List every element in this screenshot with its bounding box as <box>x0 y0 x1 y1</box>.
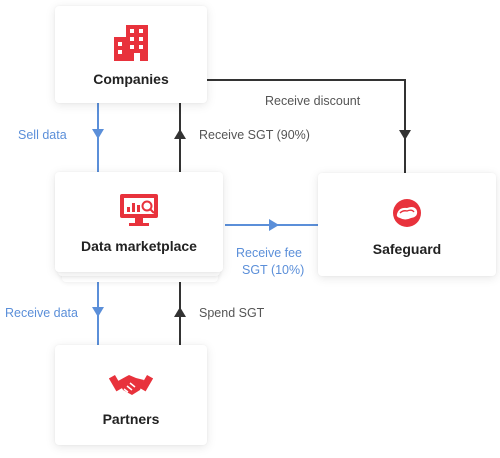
marketplace-label: Data marketplace <box>81 238 197 254</box>
safeguard-logo-icon <box>393 198 421 227</box>
spend-sgt-label: Spend SGT <box>199 306 265 320</box>
partners-node: Partners <box>55 345 207 445</box>
receive-sgt-arrow <box>174 129 186 139</box>
receive-discount-line <box>207 79 406 173</box>
sell-data-arrow <box>92 129 104 139</box>
safeguard-node: Safeguard <box>318 173 496 276</box>
monitor-chart-icon <box>120 194 158 226</box>
partners-label: Partners <box>102 411 160 427</box>
spend-sgt-arrow <box>174 307 186 317</box>
companies-node: Companies <box>55 6 207 103</box>
receive-data-arrow <box>92 307 104 317</box>
building-icon <box>114 24 148 61</box>
receive-sgt-label: Receive SGT (90%) <box>199 128 310 142</box>
receive-fee-arrow <box>269 219 279 231</box>
receive-discount-label: Receive discount <box>265 94 361 108</box>
receive-fee-label-line2: SGT (10%) <box>242 263 305 277</box>
handshake-icon <box>109 374 153 395</box>
receive-fee-label-line1: Receive fee <box>236 246 303 260</box>
receive-discount-arrow <box>399 130 411 140</box>
marketplace-node: Data marketplace <box>55 172 223 272</box>
safeguard-label: Safeguard <box>372 240 442 257</box>
receive-data-label: Receive data <box>5 306 78 320</box>
sell-data-label: Sell data <box>18 128 67 142</box>
companies-label: Companies <box>93 70 169 87</box>
